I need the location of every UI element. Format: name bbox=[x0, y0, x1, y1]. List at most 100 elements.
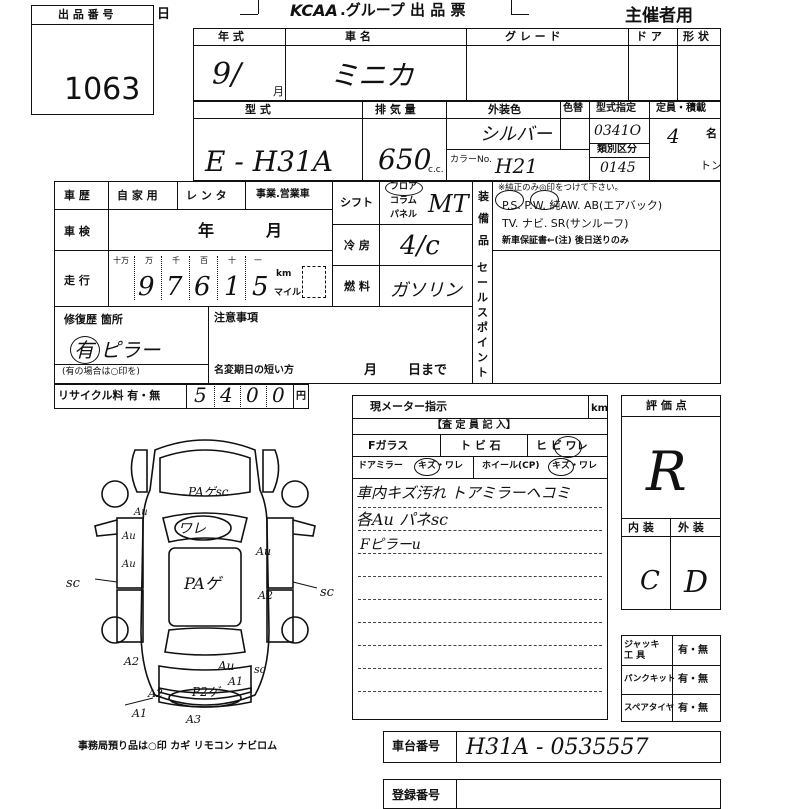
puncture-kit-value: 有・無 bbox=[678, 674, 708, 685]
grade-label: 評 価 点 bbox=[646, 399, 687, 412]
equipment-note: ※純正のみ◎印をつけて下さい。 bbox=[498, 183, 624, 193]
diagram-mark-6: PAゲ bbox=[184, 574, 221, 593]
registration-label: 登録番号 bbox=[392, 788, 441, 802]
shift-value: MT bbox=[428, 190, 469, 218]
fuel-value: ガソリン bbox=[390, 280, 462, 301]
inspector-box bbox=[352, 395, 608, 720]
km-unit: km bbox=[276, 269, 292, 279]
meter-label: 現メーター指示 bbox=[370, 400, 447, 413]
equipment-line-1: P.S. P.W. 純AW. AB(エアバック) bbox=[502, 199, 663, 212]
car-name-label: 車 名 bbox=[345, 30, 371, 43]
windshield-label: Fガラス bbox=[368, 439, 409, 452]
place-1k: 千 bbox=[172, 256, 180, 265]
cc-unit: c.c. bbox=[428, 165, 444, 175]
lot-number-box bbox=[31, 5, 154, 115]
jack-value: 有・無 bbox=[678, 645, 708, 656]
mileage-digit-3: 6 bbox=[194, 272, 211, 302]
diagram-mark-18: A3 bbox=[186, 713, 201, 726]
recycle-box bbox=[54, 384, 309, 409]
grade-value: R bbox=[646, 440, 687, 503]
diagram-mark-3: Au bbox=[122, 531, 136, 542]
history-option-private: 自 家 用 bbox=[117, 189, 158, 202]
inspector-note-3: Fピラーu bbox=[360, 537, 421, 553]
puncture-kit-label: パンクキット bbox=[624, 674, 676, 684]
repair-label: 修復歴 箇所 bbox=[64, 313, 123, 326]
deadline-day-unit: 日まで bbox=[408, 363, 448, 378]
sheet-title: .グループ 出 品 票 bbox=[340, 1, 466, 19]
displacement-label: 排 気 量 bbox=[375, 103, 416, 116]
recycle-digit-4: 0 bbox=[272, 383, 285, 407]
shape-label: 形 状 bbox=[683, 30, 709, 43]
diagram-mark-16: A2 bbox=[148, 687, 163, 700]
class-label: 類別区分 bbox=[597, 144, 637, 155]
place-100: 百 bbox=[200, 256, 208, 265]
color-number-label: カラーNo. bbox=[450, 155, 492, 165]
diagram-mark-8: Au bbox=[256, 545, 272, 558]
inspector-note-1: 車内キズ汚れ トアミラーヘコミ bbox=[356, 484, 571, 502]
mileage-digit-5: 5 bbox=[252, 272, 269, 302]
displacement-value: 650 bbox=[378, 143, 432, 176]
model-label: 型 式 bbox=[245, 103, 271, 116]
diagram-mark-17: A1 bbox=[132, 707, 147, 720]
grade-box bbox=[621, 395, 721, 610]
diagram-mark-2: Au bbox=[134, 507, 148, 518]
diagram-mark-12: Au bbox=[218, 659, 235, 673]
mileage-label: 走 行 bbox=[64, 274, 90, 287]
extras-box bbox=[621, 635, 721, 722]
condition-block bbox=[54, 181, 721, 384]
mileage-digit-4: 1 bbox=[224, 272, 241, 302]
spare-tire-label: スペアタイヤ bbox=[624, 703, 675, 713]
chip-label: ト ビ 石 bbox=[460, 439, 501, 452]
inspection-year-unit: 年 bbox=[198, 221, 215, 240]
wheel-label: ホイール(CP) bbox=[482, 461, 540, 471]
history-option-business: 事業.営業車 bbox=[256, 189, 310, 200]
color-number-value: H21 bbox=[495, 154, 538, 178]
lot-number: 1063 bbox=[64, 72, 141, 107]
shift-panel: パネル bbox=[390, 210, 418, 220]
office-note: 事務局預り品は○印 カギ リモコン ナビロム bbox=[78, 741, 278, 752]
place-10: 十 bbox=[228, 256, 236, 265]
diagram-mark-11: A2 bbox=[124, 655, 139, 668]
grade-label: グ レ ー ド bbox=[505, 30, 561, 43]
place-100k: 十万 bbox=[113, 256, 129, 265]
place-10k: 万 bbox=[145, 256, 153, 265]
exterior-color-value: シルバー bbox=[480, 124, 552, 145]
capacity-label: 定員・積載 bbox=[656, 103, 706, 114]
recycle-yen: 円 bbox=[296, 391, 306, 402]
history-option-rental: レ ン タ bbox=[186, 189, 227, 202]
year-value: 9/ bbox=[212, 57, 242, 92]
history-label: 車 歴 bbox=[64, 189, 90, 202]
class-value: 0145 bbox=[600, 160, 636, 176]
equipment-line-3: 新車保証書←(注) 後日送りのみ bbox=[502, 236, 629, 246]
exterior-color-label: 外装色 bbox=[488, 103, 521, 116]
exterior-label: 外 装 bbox=[678, 521, 704, 534]
interior-value: C bbox=[640, 566, 660, 596]
diagram-mark-4: Au bbox=[122, 559, 136, 570]
chassis-value: H31A - 0535557 bbox=[466, 735, 649, 760]
type-spec-label: 型式指定 bbox=[596, 103, 636, 114]
inspection-month-unit: 月 bbox=[266, 221, 283, 240]
recycle-digit-1: 5 bbox=[194, 383, 207, 407]
year-label: 年 式 bbox=[218, 30, 244, 43]
diagram-mark-15: P2ゲ bbox=[192, 685, 220, 699]
diagram-mark-5: ワレ bbox=[178, 521, 206, 537]
jack-label: ジャッキ 工 具 bbox=[624, 640, 660, 661]
year-month-unit: 月 bbox=[273, 85, 284, 98]
diagram-mark-14: A1 bbox=[228, 675, 243, 688]
repair-note: (有の場合は○印を) bbox=[62, 367, 140, 377]
wheel-scratch: キズ・ワレ bbox=[552, 461, 598, 471]
recycle-digit-2: 4 bbox=[220, 383, 233, 407]
inspector-header: 【査 定 員 記 入】 bbox=[432, 420, 516, 431]
notice-label: 注意事項 bbox=[214, 311, 258, 324]
mileage-digit-1: 9 bbox=[138, 272, 155, 302]
diagram-mark-1: PAゲsc bbox=[188, 485, 229, 499]
shift-column: コラム bbox=[390, 196, 417, 206]
door-mirror-label: ドアミラー bbox=[358, 461, 403, 471]
exterior-value: D bbox=[684, 565, 709, 600]
ton-unit: トン bbox=[700, 159, 722, 172]
mileage-digit-2: 7 bbox=[166, 272, 183, 302]
place-1: 一 bbox=[254, 256, 262, 265]
deadline-label: 名変期日の短い方 bbox=[214, 365, 294, 376]
color-change-label: 色替 bbox=[563, 103, 583, 114]
lot-number-label: 出 品 番 号 bbox=[58, 8, 114, 21]
